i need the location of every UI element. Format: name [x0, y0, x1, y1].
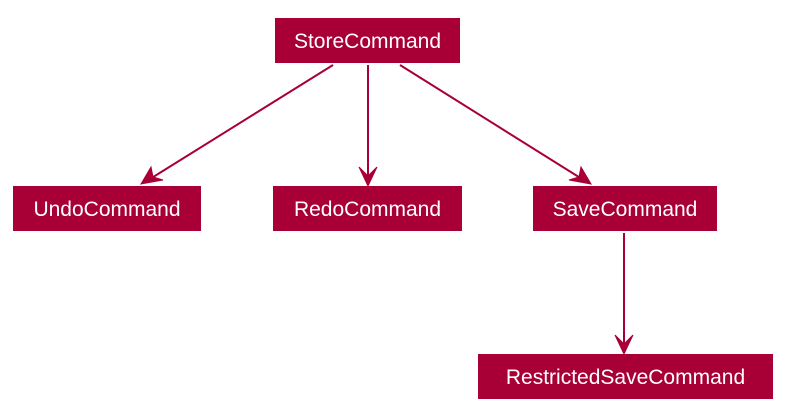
- arrowhead-icon: [614, 334, 634, 356]
- node-undo-command: UndoCommand: [13, 186, 201, 231]
- edge-store-to-save: [399, 64, 592, 185]
- arrowhead-icon: [140, 165, 164, 185]
- node-store-command: StoreCommand: [275, 18, 460, 63]
- arrowhead-icon: [568, 165, 592, 185]
- node-restricted-save-command: RestrictedSaveCommand: [478, 354, 773, 399]
- node-label: RedoCommand: [294, 198, 441, 221]
- edges: [140, 64, 634, 356]
- node-redo-command: RedoCommand: [273, 186, 462, 231]
- nodes: StoreCommand UndoCommand RedoCommand Sav…: [13, 18, 773, 399]
- node-label: RestrictedSaveCommand: [506, 366, 745, 389]
- edge-save-to-restricted: [614, 233, 634, 356]
- node-label: StoreCommand: [294, 30, 441, 53]
- edge-store-to-redo: [358, 65, 378, 188]
- edge-store-to-undo: [140, 64, 334, 185]
- node-save-command: SaveCommand: [533, 186, 717, 231]
- arrowhead-icon: [358, 166, 378, 188]
- node-label: UndoCommand: [33, 198, 180, 221]
- node-label: SaveCommand: [553, 198, 698, 221]
